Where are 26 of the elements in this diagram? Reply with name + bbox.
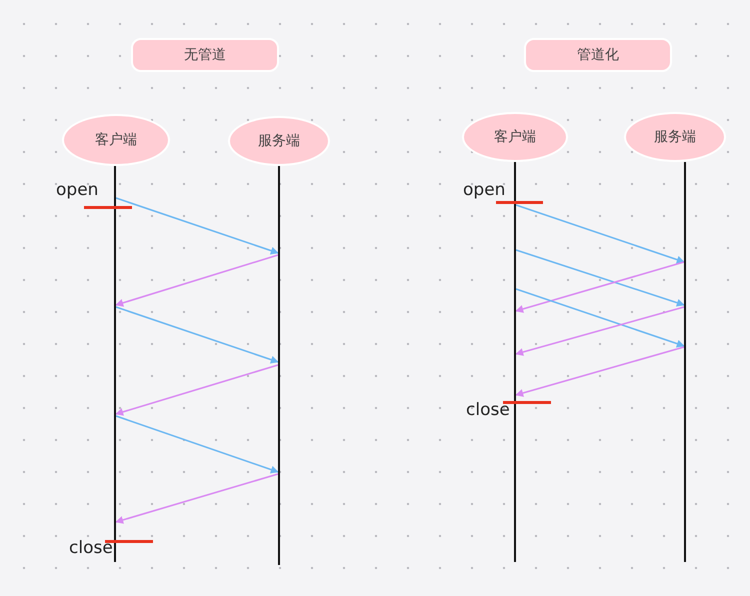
message-arrow xyxy=(116,306,279,364)
message-arrow xyxy=(116,197,279,254)
message-arrow xyxy=(516,204,685,264)
event-label: close xyxy=(466,400,510,420)
event-label: open xyxy=(463,180,506,200)
event-label: close xyxy=(69,538,113,558)
message-arrow xyxy=(115,254,278,307)
message-arrow xyxy=(515,261,684,313)
message-arrow xyxy=(115,473,278,524)
server-ellipse: 服务端 xyxy=(624,112,726,162)
lifeline xyxy=(514,162,516,562)
lifeline xyxy=(278,166,280,565)
lifeline xyxy=(114,166,116,562)
server-ellipse: 服务端 xyxy=(228,116,330,166)
message-arrow xyxy=(515,306,684,356)
message-arrow xyxy=(515,346,684,397)
client-ellipse: 客户端 xyxy=(62,114,170,166)
message-arrow xyxy=(116,415,279,474)
message-arrow xyxy=(115,364,278,416)
event-label: open xyxy=(56,180,98,200)
message-arrow xyxy=(516,288,685,348)
message-arrow xyxy=(516,249,685,307)
lifeline xyxy=(684,162,686,562)
title-box: 无管道 xyxy=(131,38,279,72)
client-ellipse: 客户端 xyxy=(462,112,568,162)
title-box: 管道化 xyxy=(524,38,672,72)
